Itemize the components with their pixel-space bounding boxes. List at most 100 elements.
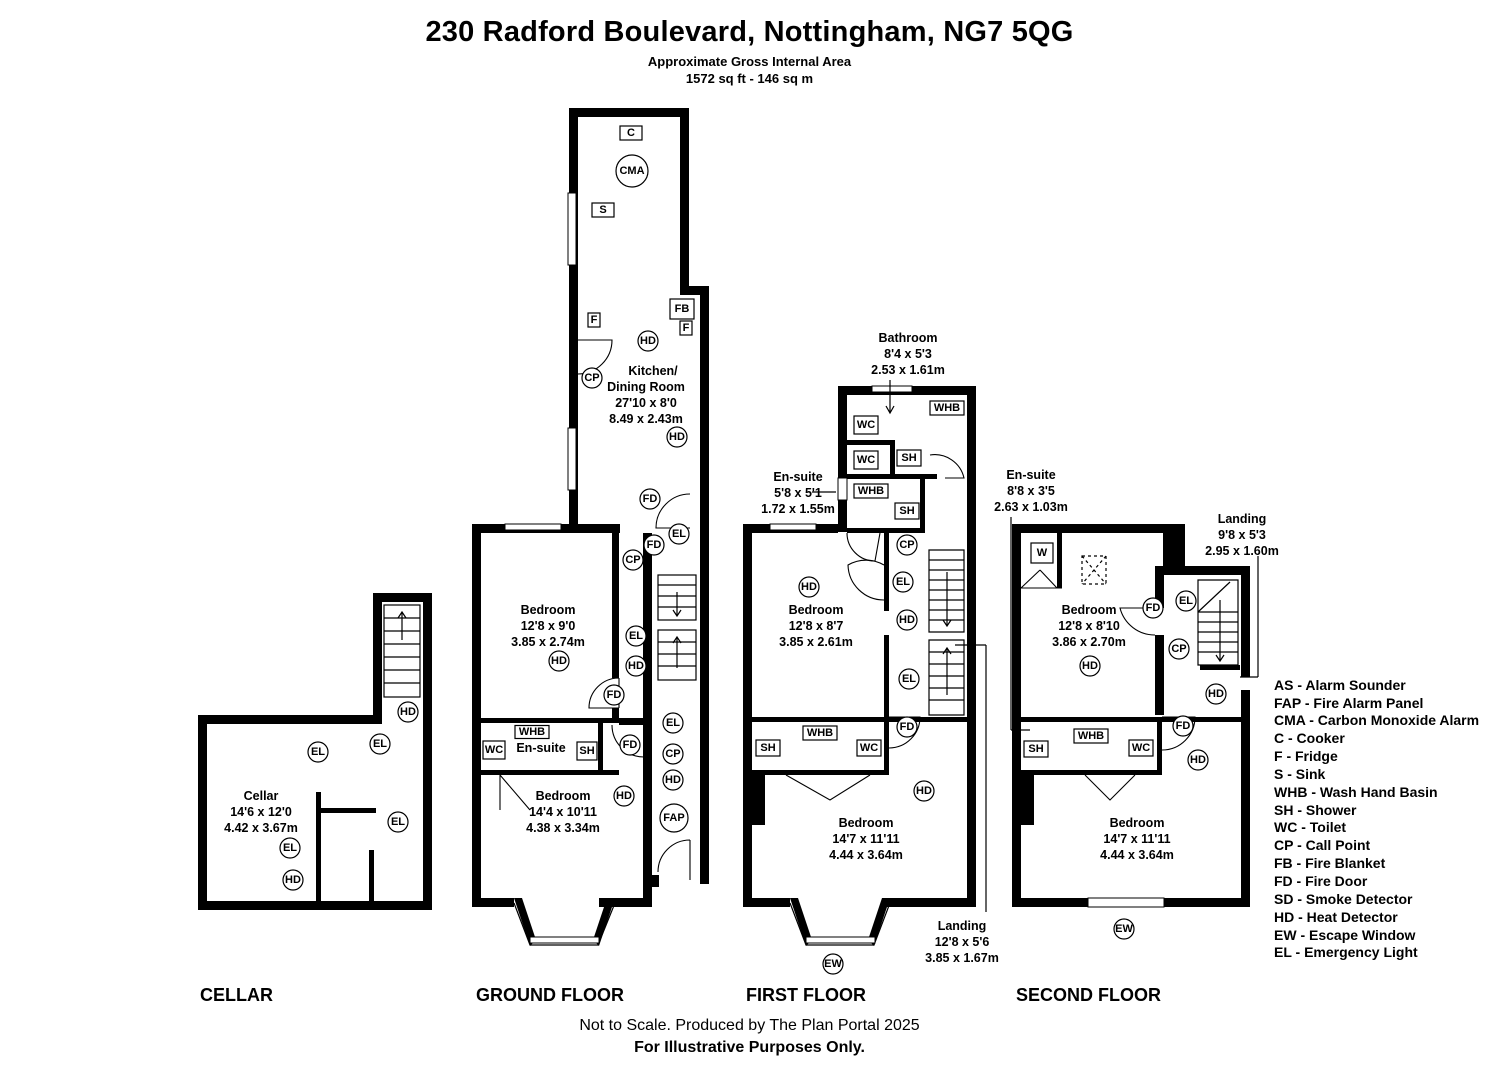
second-bedroom-imperial: 12'8 x 8'10	[1058, 619, 1120, 633]
el-symbol: EL	[892, 571, 914, 593]
first-bedroom-metric: 3.85 x 2.61m	[779, 635, 853, 649]
cellar-partition	[369, 850, 374, 902]
svg-text:EL: EL	[629, 630, 643, 642]
cp-symbol: CP	[662, 743, 684, 765]
ground-wall	[612, 533, 619, 678]
ground-wall	[619, 718, 649, 725]
second-wall	[1021, 775, 1034, 825]
kitchen-name: Dining Room	[607, 380, 685, 394]
cellar-partition	[321, 808, 376, 813]
first-landing-metric: 3.85 x 1.67m	[925, 951, 999, 965]
fd-symbol: FD	[896, 716, 918, 738]
ground-bedroom-imperial: 12'8 x 9'0	[521, 619, 576, 633]
first-wall	[920, 474, 925, 532]
svg-text:FD: FD	[1146, 602, 1161, 614]
ground-wall	[481, 770, 619, 775]
legend-item: EL - Emergency Light	[1274, 944, 1418, 960]
svg-text:FD: FD	[607, 689, 622, 701]
svg-text:WHB: WHB	[519, 726, 545, 738]
fd-symbol: FD	[1142, 597, 1164, 619]
second-landing-metric: 2.95 x 1.60m	[1205, 544, 1279, 558]
ground-wall	[643, 533, 652, 898]
svg-text:HD: HD	[899, 614, 915, 626]
svg-text:HD: HD	[916, 785, 932, 797]
kitchen-name: Kitchen/	[628, 364, 678, 378]
el-symbol: EL	[279, 837, 301, 859]
sh-symbol: SH	[896, 449, 922, 467]
door	[888, 716, 921, 749]
wardrobe	[1020, 569, 1062, 589]
svg-text:FB: FB	[675, 303, 690, 315]
bay-window	[789, 902, 891, 946]
svg-text:HD: HD	[285, 874, 301, 886]
legend-item: EW - Escape Window	[1274, 927, 1416, 943]
whb-symbol: WHB	[853, 483, 889, 499]
svg-text:FD: FD	[623, 739, 638, 751]
second-wall	[1021, 717, 1250, 722]
kitchen-imperial: 27'10 x 8'0	[615, 396, 677, 410]
svg-text:WHB: WHB	[1078, 730, 1104, 742]
svg-text:SH: SH	[899, 505, 914, 517]
svg-text:HD: HD	[665, 774, 681, 786]
kitchen-metric: 8.49 x 2.43m	[609, 412, 683, 426]
hd-symbol: HD	[1187, 749, 1209, 771]
svg-text:EL: EL	[672, 528, 686, 540]
window	[871, 385, 913, 393]
door	[847, 559, 885, 601]
el-symbol: EL	[898, 668, 920, 690]
bathroom-name: Bathroom	[878, 331, 937, 345]
whb-symbol: WHB	[802, 725, 838, 741]
second-floor-plan	[1010, 517, 1259, 908]
el-symbol: EL	[668, 523, 690, 545]
ground-bedroom2-imperial: 14'4 x 10'11	[529, 805, 597, 819]
first-bedroom2-imperial: 14'7 x 11'11	[832, 832, 899, 846]
svg-text:EL: EL	[896, 576, 910, 588]
legend-item: WHB - Wash Hand Basin	[1274, 784, 1438, 800]
first-wall	[752, 775, 765, 825]
door	[1119, 607, 1156, 636]
svg-text:S: S	[599, 204, 606, 216]
svg-text:EL: EL	[283, 842, 297, 854]
cellar-partition	[316, 792, 321, 902]
whb-symbol: WHB	[929, 400, 965, 416]
bay-window	[513, 902, 616, 946]
kitchen-walls	[569, 108, 709, 884]
svg-text:CP: CP	[899, 539, 914, 551]
ground-stairs	[657, 574, 697, 681]
second-wall	[1241, 690, 1250, 907]
sh-symbol: SH	[576, 741, 598, 761]
first-ensuite-metric: 1.72 x 1.55m	[761, 502, 835, 516]
area-value: 1572 sq ft - 146 sq m	[685, 71, 814, 86]
door	[929, 454, 965, 479]
svg-text:HD: HD	[1190, 754, 1206, 766]
window	[529, 936, 600, 944]
arrow-icon	[885, 405, 895, 415]
fd-symbol: FD	[643, 534, 665, 556]
first-wall	[847, 474, 937, 479]
svg-text:HD: HD	[616, 790, 632, 802]
ground-wall	[612, 708, 619, 718]
svg-text:HD: HD	[1082, 660, 1098, 672]
legend-item: S - Sink	[1274, 766, 1326, 782]
svg-text:WC: WC	[857, 419, 875, 431]
cellar-plan	[198, 593, 432, 910]
svg-text:CP: CP	[665, 748, 680, 760]
first-ensuite-name: En-suite	[773, 470, 822, 484]
legend-item: WC - Toilet	[1274, 819, 1346, 835]
first-floor-plan	[743, 380, 987, 946]
svg-text:WC: WC	[860, 742, 878, 754]
svg-text:HD: HD	[640, 335, 656, 347]
first-stairs	[928, 549, 965, 716]
el-symbol: EL	[1175, 590, 1197, 612]
svg-text:W: W	[1037, 547, 1048, 559]
door	[846, 532, 881, 562]
svg-text:WHB: WHB	[807, 727, 833, 739]
hd-symbol: HD	[798, 576, 820, 598]
cellar-walls	[198, 593, 432, 910]
first-bedroom-name: Bedroom	[789, 603, 844, 617]
hd-symbol: HD	[1079, 655, 1101, 677]
svg-text:SH: SH	[1028, 743, 1043, 755]
area-caption: Approximate Gross Internal Area	[647, 54, 852, 69]
hd-symbol: HD	[666, 426, 688, 448]
svg-text:WC: WC	[1132, 742, 1150, 754]
